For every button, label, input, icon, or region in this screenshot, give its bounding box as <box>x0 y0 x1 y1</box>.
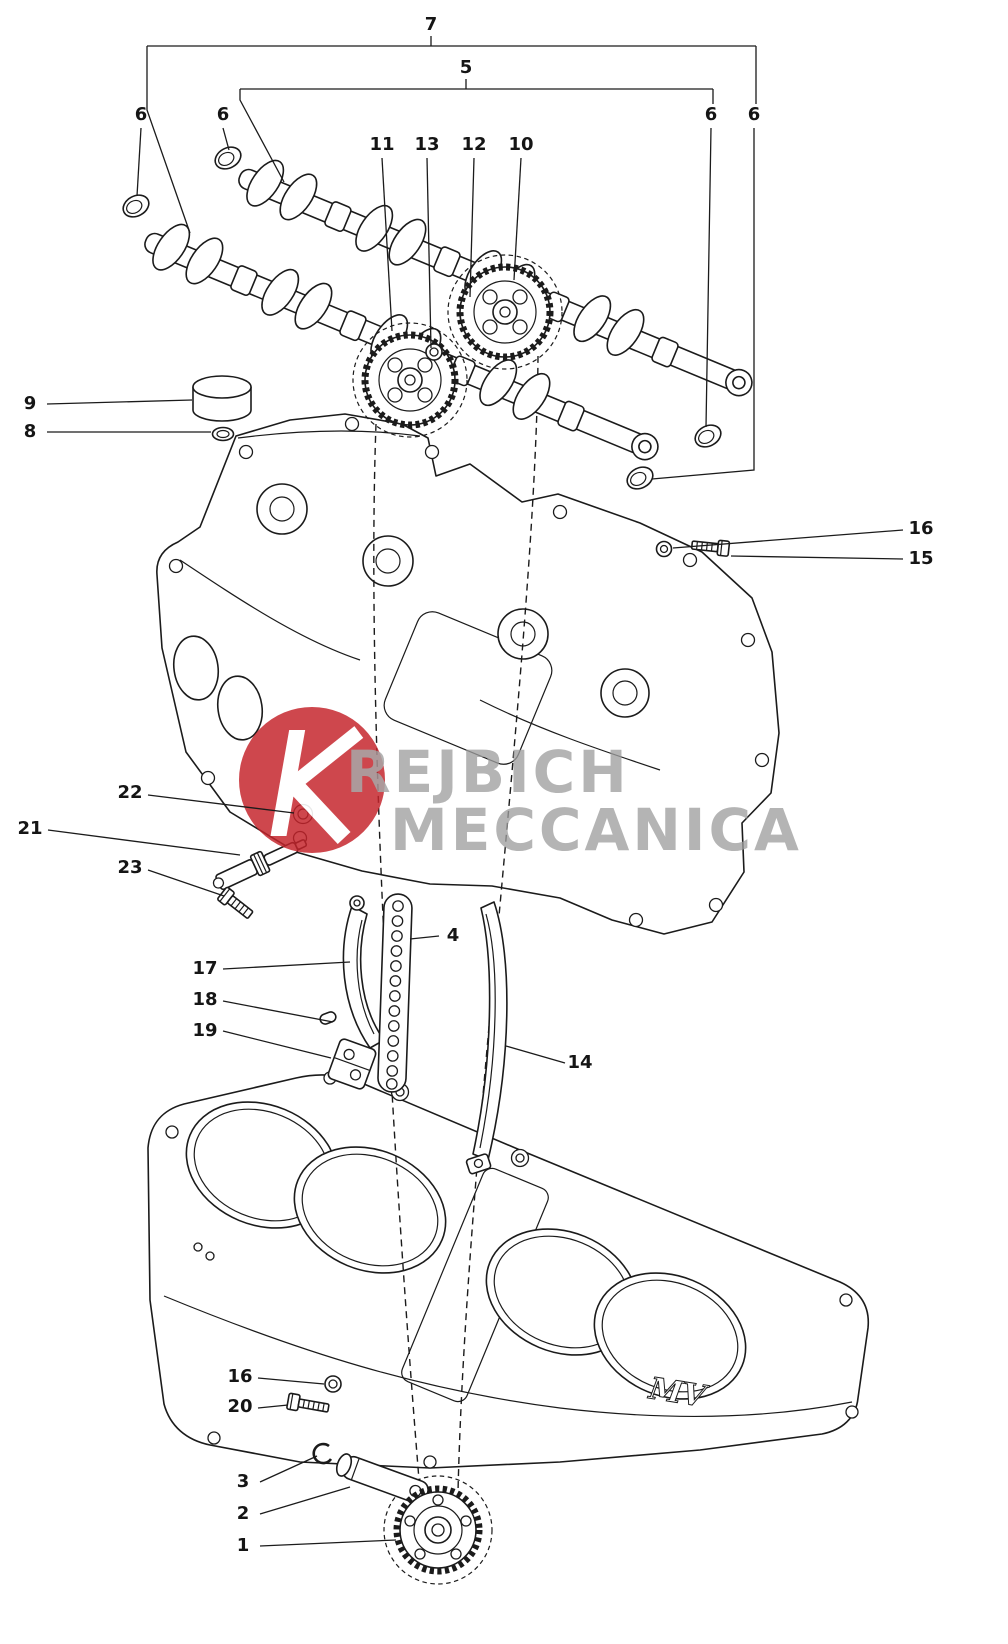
callout-10: 10 <box>508 134 534 155</box>
callout-4: 4 <box>446 925 460 946</box>
callout-20: 20 <box>227 1396 253 1417</box>
guide-pin <box>319 1011 337 1025</box>
cam-end-cap <box>122 194 150 218</box>
callout-3: 3 <box>236 1471 250 1492</box>
callout-12: 12 <box>461 134 487 155</box>
crank-bolt <box>286 1392 330 1413</box>
cam-cap-washer <box>655 540 673 558</box>
chain-guide-rear <box>465 901 508 1175</box>
cam-end-cap <box>694 424 722 448</box>
callout-18: 18 <box>192 989 218 1010</box>
callout-13: 13 <box>414 134 440 155</box>
callout-22: 22 <box>117 782 143 803</box>
tensioner-bolt <box>217 886 254 919</box>
callout-6-b: 6 <box>216 104 230 125</box>
callout-19: 19 <box>192 1020 218 1041</box>
callout-6-c: 6 <box>704 104 718 125</box>
watermark: REJBICH MECCANICA <box>239 707 802 864</box>
callout-5: 5 <box>459 57 473 78</box>
callout-9: 9 <box>23 393 37 414</box>
callout-2: 2 <box>236 1503 250 1524</box>
callout-15: 15 <box>908 548 934 569</box>
crank-sprocket <box>393 1485 483 1575</box>
callout-7: 7 <box>424 14 438 35</box>
valve-tappet-bucket <box>192 375 252 422</box>
callout-8: 8 <box>23 421 37 442</box>
timing-chain-segment <box>377 893 413 1093</box>
watermark-word-2: MECCANICA <box>390 796 802 864</box>
watermark-word-1: REJBICH <box>346 738 630 806</box>
circlip <box>312 1442 333 1465</box>
callout-23: 23 <box>117 857 143 878</box>
cam-end-cap <box>626 466 654 490</box>
cylinder-block: MV <box>147 1071 870 1469</box>
guide-mount-bracket <box>327 1038 377 1090</box>
callout-16-b: 16 <box>227 1366 253 1387</box>
cam-end-cap <box>214 146 242 170</box>
callout-16-a: 16 <box>908 518 934 539</box>
leader-lines <box>46 36 904 1547</box>
callout-6-d: 6 <box>747 104 761 125</box>
callout-21: 21 <box>17 818 43 839</box>
crank-washer <box>324 1375 342 1393</box>
cam-sprocket-intake <box>447 254 563 370</box>
valve-shim <box>211 426 235 442</box>
callout-14: 14 <box>567 1052 593 1073</box>
watermark-logo-k <box>270 726 364 844</box>
callout-6-a: 6 <box>134 104 148 125</box>
sprocket-washer <box>425 343 443 361</box>
chain-guide-front <box>342 895 385 1049</box>
callout-1: 1 <box>236 1535 250 1556</box>
callout-11: 11 <box>369 134 395 155</box>
callout-17: 17 <box>192 958 218 979</box>
